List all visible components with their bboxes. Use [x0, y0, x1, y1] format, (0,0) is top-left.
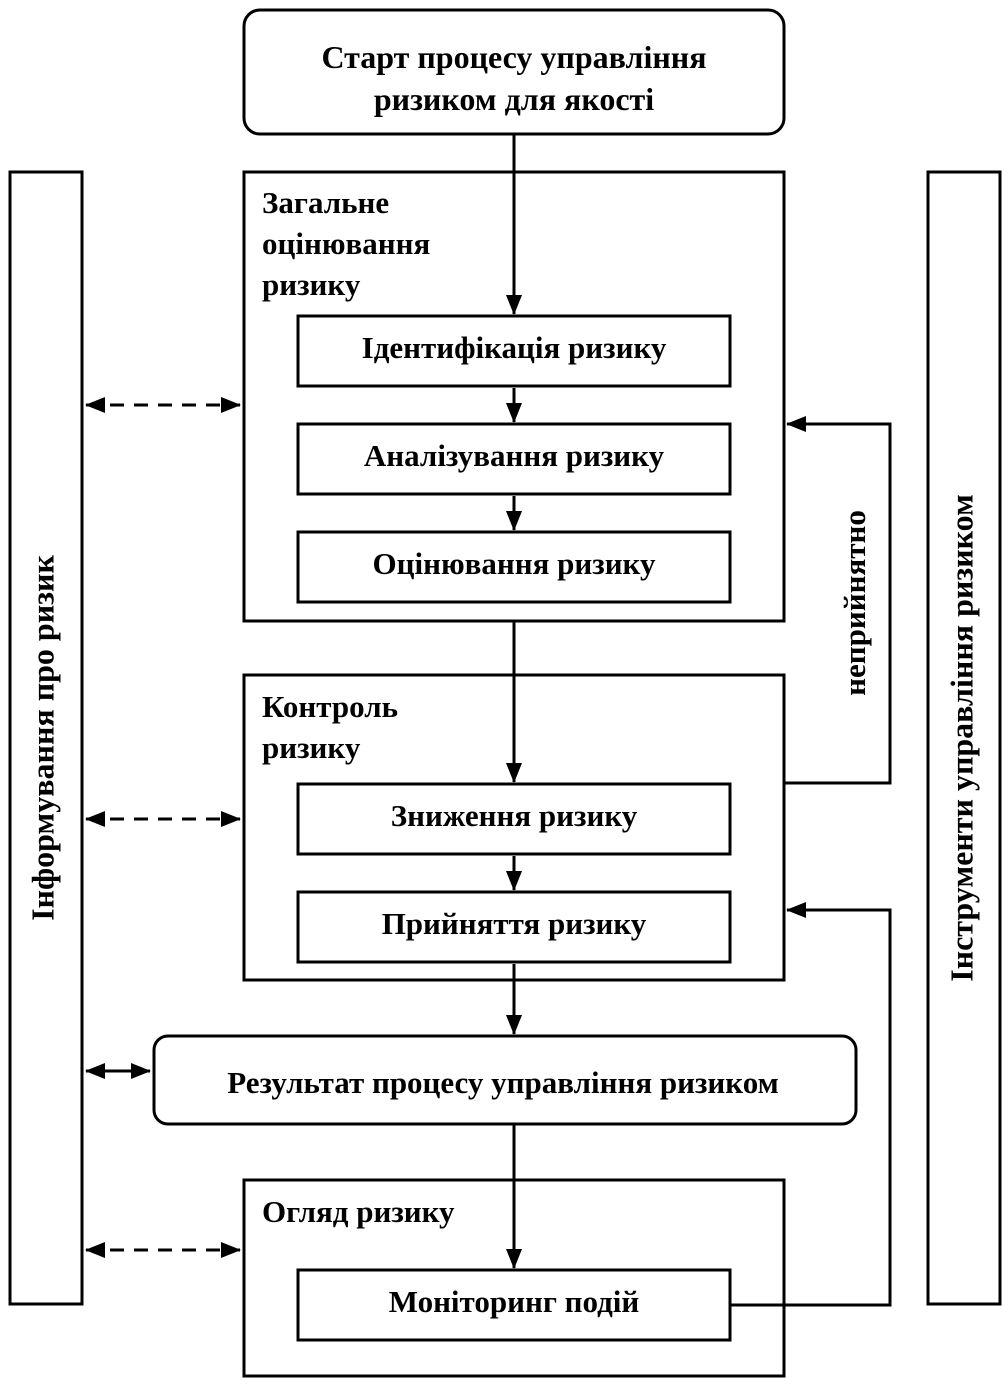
analysis-label: Аналізування ризику	[364, 438, 665, 473]
acceptance-label: Прийняття ризику	[382, 906, 647, 941]
arrow-feedback-unacceptable	[785, 416, 892, 785]
feedback-label: неприйнятно	[837, 510, 872, 696]
side-panel-left-label: Інформування про ризик	[24, 555, 60, 921]
start-line2: ризиком для якості	[374, 81, 654, 117]
reduction-box	[296, 782, 732, 856]
reduction-label: Зниження ризику	[391, 798, 638, 833]
identification-label: Ідентифікація ризику	[362, 330, 667, 365]
evaluation-label: Оцінювання ризику	[373, 546, 656, 581]
assessment-title-line1: Загальне	[262, 185, 389, 220]
side-panel-right-label: Інструменти управління ризиком	[943, 494, 979, 982]
side-panel-left	[8, 170, 84, 1306]
monitoring-box	[296, 1268, 732, 1342]
assessment-title-line2: оцінювання	[262, 226, 430, 261]
acceptance-box	[296, 890, 732, 964]
arrow-feedback-monitoring	[731, 902, 892, 1307]
assessment-title-line3: ризику	[262, 267, 361, 302]
side-panel-right	[926, 170, 1002, 1306]
analysis-box	[296, 422, 732, 496]
start-box	[242, 8, 786, 136]
review-title: Огляд ризику	[262, 1194, 455, 1229]
control-title-line2: ризику	[262, 730, 361, 765]
control-title-line1: Контроль	[262, 689, 398, 724]
result-label: Результат процесу управління ризиком	[227, 1065, 779, 1100]
monitoring-label: Моніторинг подій	[389, 1284, 640, 1319]
evaluation-box	[296, 530, 732, 604]
result-box	[152, 1034, 858, 1126]
identification-box	[296, 314, 732, 388]
start-line1: Старт процесу управління	[321, 39, 706, 75]
